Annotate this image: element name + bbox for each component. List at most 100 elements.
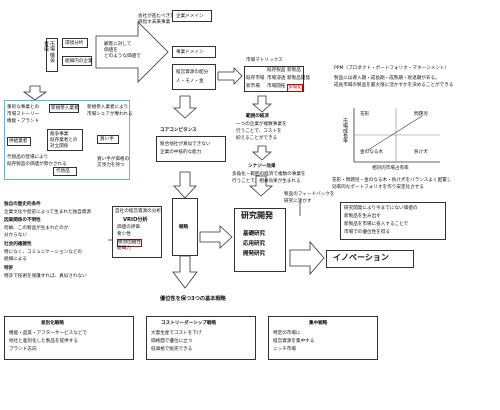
innovation-box: イノベーション (326, 250, 414, 268)
down-arrow-2 (173, 171, 197, 199)
ppm-title: PPM（プロダクト・ポートフォリオ・マネージメント） (334, 66, 450, 71)
vertical-label: 脅威 (43, 41, 49, 51)
arrow-text-line: 顧客に対して (104, 42, 132, 47)
vertical-label: 市場 (49, 41, 55, 51)
ppm-x-label: 相対的市場占有率 (372, 166, 409, 171)
porter-line: 機能・ブランド (7, 119, 40, 124)
vrio-item: 組織力 (117, 246, 131, 251)
history-line: 企業文化や歴史によって生まれた独自資源 (4, 210, 91, 215)
matrix-cell: 新製品 (287, 68, 301, 73)
vrio-box: 自社の経営資源の分析 VRIO分析 価値の評価 希少性 模倣困難性 組織力 (112, 206, 162, 258)
ppm-footer: 花形・問題児・金のなる木・負け犬をバランスよく配置し (332, 178, 452, 183)
ppm-quadrant: 負け犬 (414, 150, 428, 155)
innovation-desc-line: 市場での優位性を得る (344, 230, 390, 235)
strategy-box: 戦略 (172, 198, 198, 256)
rivals-line: 対立関係 (50, 144, 69, 149)
left-down-arrow (22, 85, 48, 101)
core-competence-title: コアコンピタンス (160, 128, 197, 133)
economy-scope-line: 抑えることができる (236, 136, 278, 141)
core-line: 競合他社が真似できない (160, 142, 211, 147)
business-domain-box: 企業ドメイン (172, 10, 212, 22)
buyers-box: 買い手 (97, 135, 119, 144)
differentiation-line: 機能・品質・アフターサービスなどで (9, 331, 87, 336)
org-goal-box: 組織内の企業 (62, 56, 93, 66)
economy-scope-line: 一つの企業が複数事業を (236, 122, 287, 127)
market-matrix-title: 市場マトリックス (246, 58, 283, 63)
new-entry-desc: 新規参入業者により (87, 105, 129, 110)
economy-scope-title: 範囲の経済 (246, 114, 269, 119)
resource-line: 経営資源の配分 (176, 70, 209, 75)
focus-line: 経営資源を集中する (273, 339, 315, 344)
differentiation-line: 他社と差別化した製品を提供する (9, 339, 78, 344)
porter-line: 重的な事業との (7, 105, 40, 110)
substitutes-desc: 既存製品の価値が脅かされる (7, 162, 67, 167)
strategy-goal: 会社が進むべき方向 目指す未来事業 (138, 14, 179, 26)
vrio-lead: 自社の経営資源の分析 (115, 209, 161, 214)
env-analysis-box: 環境分析 (62, 38, 88, 48)
cause-line: 何故、この製品が生まれたのか (4, 226, 69, 231)
supplier-label: 供給業者 (9, 139, 28, 144)
right-arrow-2 (199, 225, 233, 249)
org-goal-label: 組織内の企業 (65, 59, 93, 64)
core-line: 企業の中核的な能力 (160, 150, 202, 155)
focus-title: 集中戦略 (309, 321, 328, 326)
matrix-cell: 既存製品 (267, 68, 286, 73)
rivals-line: 競争事業 (50, 132, 69, 137)
matrix-cell: 市場浸透 (267, 76, 286, 81)
new-entry-label: 新規参入業者 (51, 106, 79, 111)
differentiation-title: 差別化戦略 (41, 321, 64, 326)
social-line: 特になく、コミュニケーションなどの (4, 250, 83, 255)
synergy-line: 行うことで、相乗効果が生まれる (232, 179, 301, 184)
right-arrow-1 (217, 67, 243, 85)
core-competence-box: 競合他社が真似できない 企業の中核的な能力 (156, 136, 226, 162)
vrio-title: VRIO分析 (123, 217, 148, 223)
down-arrow-3 (251, 95, 273, 113)
cost-line: 価格面で優位に立つ (151, 339, 193, 344)
matrix-cell-highlight: 多角化 (287, 84, 303, 92)
ppm-quadrant: 金のなる木 (360, 150, 383, 155)
innovation-label: イノベーション (333, 253, 389, 262)
patent-title: 特許 (4, 266, 14, 271)
research-item: 基礎研究 (243, 231, 266, 237)
ppm-footer: 効率的なポートフォリオを作り安定化させる (332, 185, 424, 190)
rivals-box: 競争事業 既存業者との 対立関係 (47, 129, 83, 151)
cost-line: 低価格で販売できる (151, 347, 193, 352)
focus-line: ニッチ市場 (273, 347, 296, 352)
patent-line: 特許で技術を保護すれば、真似されない (4, 274, 87, 279)
big-arrow-shape (95, 21, 169, 83)
supplier-box: 供給業者 (7, 137, 31, 146)
cause-title: 因果関係の不明性 (4, 218, 41, 223)
differentiation-box: 差別化戦略 機能・品質・アフターサービスなどで 他社と差別化した製品を提供する … (4, 316, 134, 360)
strategy-label: 戦略 (179, 225, 189, 230)
matrix-cell: 新製品開発 (287, 76, 310, 81)
down-arrow-4 (251, 145, 273, 161)
synergy-line: 多角化・範囲の経済で複数の事業を (232, 172, 306, 177)
social-line: 組織による (4, 257, 27, 262)
research-title: 研究開発 (241, 211, 273, 220)
ppm-line: 製品には導入期・成長期・成熟期・衰退期がある。 (334, 76, 440, 81)
arrow-text-line: 価値を (104, 48, 118, 53)
env-analysis-label: 環境分析 (65, 41, 84, 46)
cost-leadership-box: コストリーダーシップ戦略 大量生産でコストを下げ 価格面で優位に立つ 低価格で販… (146, 316, 256, 360)
innovation-desc-box: 研究開発により今までにない価値の 新製品を生み出す 新製品を市場に投入することで… (340, 202, 446, 240)
focus-box: 集中戦略 特定の市場に 経営資源を集中する ニッチ市場 (268, 316, 378, 360)
down-arrow-5 (248, 175, 274, 197)
vertical-label: 機会 (49, 52, 55, 63)
business-domain-label: 企業ドメイン (176, 14, 204, 19)
porter-block: 重的な事業との 市場ストーリー 機能・ブランド 新規参入業者 新規参入業者により… (4, 100, 133, 180)
substitutes-desc: 代替品の登場により (7, 155, 49, 160)
substitutes-box: 代替品 (53, 167, 77, 176)
focus-line: 特定の市場に (273, 331, 301, 336)
buyers-desc: 交渉力を持つ (97, 163, 125, 168)
market-matrix-table: 既存製品 新製品 既存市場 市場浸透 新製品開発 新市場 市場開拓 多角化 (244, 66, 310, 92)
social-title: 社会的複雑性 (4, 242, 32, 247)
big-arrow-text: 顧客に対して 価値を どのような価値で (104, 42, 141, 60)
research-item: 開発研究 (243, 251, 266, 257)
bottom-header: 優位性を保つ3つの基本戦略 (160, 296, 226, 302)
cost-title: コストリーダーシップ戦略 (161, 321, 217, 326)
right-arrow-3 (289, 240, 325, 276)
matrix-cell: 既存市場 (246, 76, 265, 81)
ppm-quadrant: 問題児 (414, 112, 428, 117)
feedback-line: 製品のフィードバックを (284, 192, 335, 197)
